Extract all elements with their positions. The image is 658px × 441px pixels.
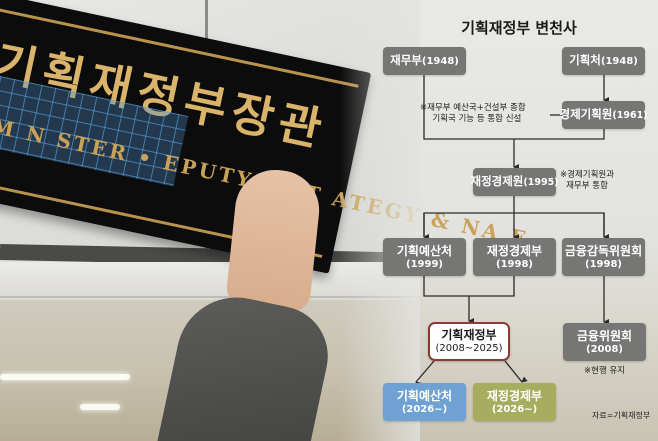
source-credit: 자료=기획재정부 [592, 411, 651, 420]
node-name: 재정경제원 [470, 174, 524, 188]
node-year: (1948) [600, 56, 638, 67]
node-name: 기획예산처 [396, 243, 453, 258]
ceiling-light [80, 404, 120, 410]
mofe-note: ※경제기획원과 재무부 통합 [560, 170, 614, 192]
note-line: ※경제기획원과 [560, 170, 615, 180]
node-fsc-1998: 금융감독위원회 (1998) [562, 238, 645, 276]
diagram-title: 기획재정부 변천사 [461, 19, 577, 37]
node-year: (1998) [585, 258, 622, 270]
node-name: 기획예산처 [396, 388, 453, 403]
node-mofe-2026: 재정경제부 (2026~) [473, 383, 556, 421]
node-mpb-2026: 기획예산처 (2026~) [383, 383, 466, 421]
history-diagram: 기획재정부 변천사 [370, 0, 658, 441]
node-name: 경제기획원 [559, 107, 613, 121]
node-mofe-1995: 재정경제원(1995) [470, 168, 559, 196]
ceiling-light [0, 374, 130, 380]
node-name: 금융위원회 [576, 328, 633, 343]
node-fsc-2008: 금융위원회 (2008) [563, 323, 646, 361]
note-line: 기획국 기능 등 통합 신설 [432, 114, 522, 124]
node-mofe-1998: 재정경제부 (1998) [473, 238, 556, 276]
node-year: (1995) [523, 177, 559, 188]
node-mosf-2008-current: 기획재정부 (2008~2025) [428, 322, 510, 361]
node-year: (2008~2025) [435, 343, 503, 354]
node-name: 재정경제부 [486, 388, 543, 403]
node-year: (1961) [612, 110, 648, 121]
node-name: 기획재정부 [441, 328, 497, 342]
node-year: (1948) [421, 56, 459, 67]
node-epb-1961: 경제기획원(1961) [559, 101, 648, 129]
node-name: 기획처 [569, 53, 601, 67]
note-line: 재무부 통합 [566, 181, 608, 191]
connector-lines [415, 75, 609, 388]
node-year: (2026~) [491, 403, 538, 415]
node-mof-1948: 재무부(1948) [383, 47, 466, 75]
node-year: (1999) [406, 258, 443, 270]
node-year: (2008) [586, 343, 623, 355]
fsc-note: ※현행 유지 [584, 366, 626, 376]
epb-note: ※재무부 예산국+건설부 종합 기획국 기능 등 통합 신설 [420, 103, 526, 125]
node-year: (1998) [496, 258, 533, 270]
node-planning-1948: 기획처(1948) [562, 47, 645, 75]
node-name: 재정경제부 [486, 243, 543, 258]
node-name: 금융감독위원회 [564, 243, 643, 258]
node-name: 재무부 [390, 53, 422, 67]
node-mpb-1999: 기획예산처 (1999) [383, 238, 466, 276]
node-year: (2026~) [401, 403, 448, 415]
note-line: ※재무부 예산국+건설부 종합 [420, 103, 526, 113]
